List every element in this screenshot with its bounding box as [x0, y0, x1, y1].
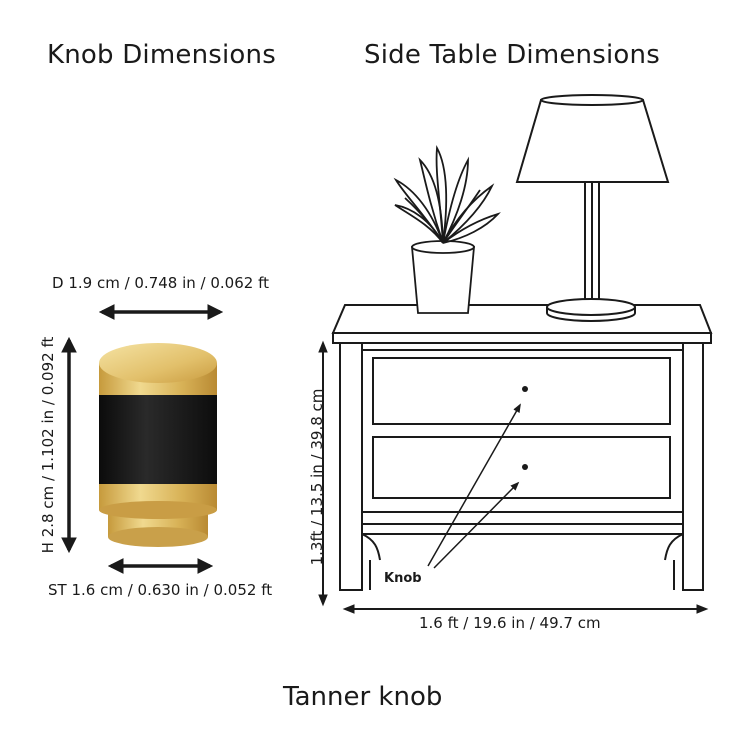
- lamp-drawing: [515, 94, 670, 322]
- table-knob-callout-label: Knob: [384, 571, 422, 586]
- knob-callout-arrow-top: [427, 403, 521, 567]
- drawer-knob-bottom: [522, 464, 528, 470]
- table-width-label: 1.6 ft / 19.6 in / 49.7 cm: [419, 614, 601, 632]
- knob-diameter-label: D 1.9 cm / 0.748 in / 0.062 ft: [52, 274, 269, 292]
- knob-image: [99, 343, 217, 547]
- knob-callout-arrow-bottom: [433, 481, 520, 569]
- knob-stem-label: ST 1.6 cm / 0.630 in / 0.052 ft: [48, 581, 273, 599]
- product-name: Tanner knob: [283, 682, 443, 712]
- drawer-knob-top: [522, 386, 528, 392]
- plant-drawing: [393, 144, 501, 314]
- knob-dimensions-title: Knob Dimensions: [47, 40, 276, 70]
- side-table-dimensions-title: Side Table Dimensions: [364, 40, 660, 70]
- side-table-drawing: [331, 304, 713, 591]
